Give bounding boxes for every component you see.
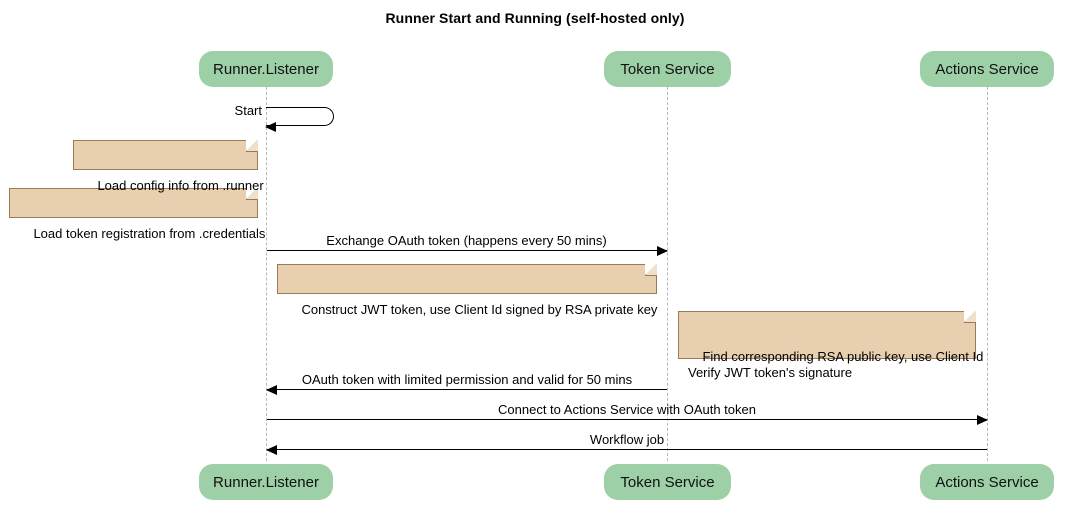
message-label-connect-to-actions-service: Connect to Actions Service with OAuth to… [498,402,756,417]
note-fold-icon [964,310,976,323]
lifeline-actions [987,87,988,461]
arrow-head-icon [657,246,668,256]
lifeline-runner [266,87,267,461]
note-fold-icon [645,263,657,276]
message-start-self-loop[interactable] [265,107,334,132]
participant-label: Runner.Listener [213,473,319,491]
participant-label: Token Service [620,60,715,78]
note-text: Load config info from .runner [97,178,264,193]
note-text: Load token registration from .credential… [33,226,266,241]
message-label-exchange-oauth-token: Exchange OAuth token (happens every 50 m… [326,233,607,248]
message-oauth-token-returned[interactable] [266,385,667,395]
participant-runner-listener-bottom[interactable]: Runner.Listener [199,464,333,500]
participant-label: Actions Service [935,473,1039,491]
arrow-head-icon [266,445,277,455]
message-workflow-job[interactable] [266,445,987,455]
message-exchange-oauth-token[interactable] [267,246,668,256]
message-label-oauth-token-returned: OAuth token with limited permission and … [301,372,633,387]
participant-actions-service-top[interactable]: Actions Service [920,51,1054,87]
note-fold-icon [246,187,258,200]
participant-token-service-bottom[interactable]: Token Service [604,464,731,500]
note-verify-jwt-token: Find corresponding RSA public key, use C… [678,310,983,380]
message-label-start: Start [234,103,262,118]
lifeline-token [667,87,668,461]
message-label-workflow-job: Workflow job [589,432,665,447]
participant-label: Token Service [620,473,715,491]
arrow-head-icon [977,415,988,425]
note-text: Construct JWT token, use Client Id signe… [301,302,658,317]
note-text: Find corresponding RSA public key, use C… [688,349,984,380]
note-load-token-registration: Load token registration from .credential… [9,187,265,241]
page-title: Runner Start and Running (self-hosted on… [385,10,685,26]
participant-runner-listener-top[interactable]: Runner.Listener [199,51,333,87]
participant-token-service-top[interactable]: Token Service [604,51,731,87]
arrow-head-icon [265,121,276,132]
arrow-head-icon [266,385,277,395]
participant-label: Actions Service [935,60,1039,78]
note-construct-jwt-token: Construct JWT token, use Client Id signe… [277,263,657,317]
participant-label: Runner.Listener [213,60,319,78]
note-load-config-info: Load config info from .runner [73,139,264,193]
message-connect-to-actions-service[interactable] [267,415,988,425]
participant-actions-service-bottom[interactable]: Actions Service [920,464,1054,500]
note-fold-icon [246,139,258,152]
